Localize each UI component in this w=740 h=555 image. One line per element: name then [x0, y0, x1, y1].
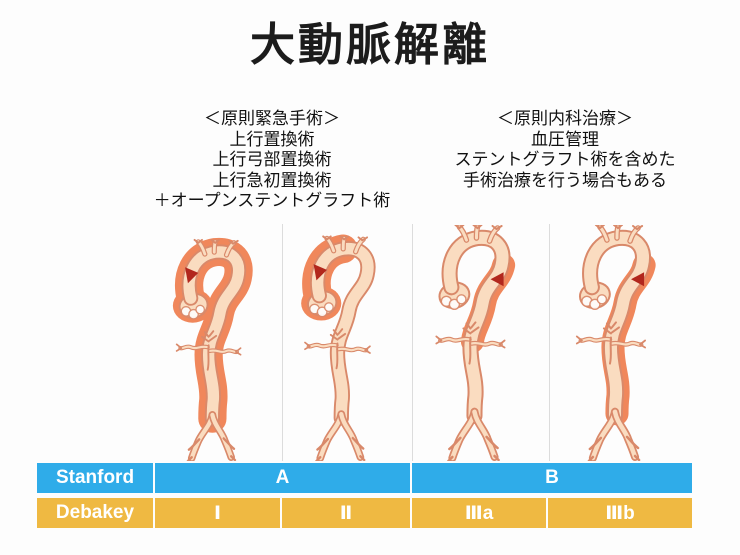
aorta-figure-type-2 — [283, 224, 413, 461]
debakey-row-label: Debakey — [37, 498, 153, 528]
note-line: ＋オープンステントグラフト術 — [153, 191, 391, 210]
stanford-row-label: Stanford — [37, 463, 153, 493]
note-line: ＜原則内科治療＞ — [497, 109, 633, 128]
note-line: 上行急初置換術 — [212, 170, 332, 190]
aorta-illustrations — [155, 224, 693, 461]
debakey-cell-2: Ⅱ — [282, 498, 410, 528]
stanford-a-treatment-note: ＜原則緊急手術＞ 上行置換術 上行弓部置換術 上行急初置換術 ＋オープンステント… — [110, 109, 434, 212]
debakey-cell-1: Ⅰ — [155, 498, 280, 528]
note-line: 血圧管理 — [531, 129, 599, 149]
note-line: 上行弓部置換術 — [212, 150, 332, 169]
note-line: ステントグラフト術を含めた — [454, 150, 676, 169]
stanford-cell-a: A — [155, 463, 410, 493]
debakey-row: Debakey Ⅰ Ⅱ Ⅲa Ⅲb — [37, 498, 692, 528]
aorta-figure-type-1 — [155, 224, 283, 461]
note-line: 手術治療を行う場合もある — [463, 170, 667, 190]
note-line: 上行置換術 — [229, 129, 315, 149]
debakey-cell-3a: Ⅲa — [412, 498, 546, 528]
page-title: 大動脈解離 — [249, 19, 490, 70]
debakey-cell-3b: Ⅲb — [548, 498, 692, 528]
stanford-b-treatment-note: ＜原則内科治療＞ 血圧管理 ステントグラフト術を含めた 手術治療を行う場合もある — [420, 109, 710, 191]
note-line: ＜原則緊急手術＞ — [204, 109, 340, 128]
stanford-cell-b: B — [412, 463, 692, 493]
stanford-row: Stanford A B — [37, 463, 692, 493]
aorta-figure-type-3a — [413, 224, 550, 461]
aorta-figure-type-3b — [550, 224, 693, 461]
